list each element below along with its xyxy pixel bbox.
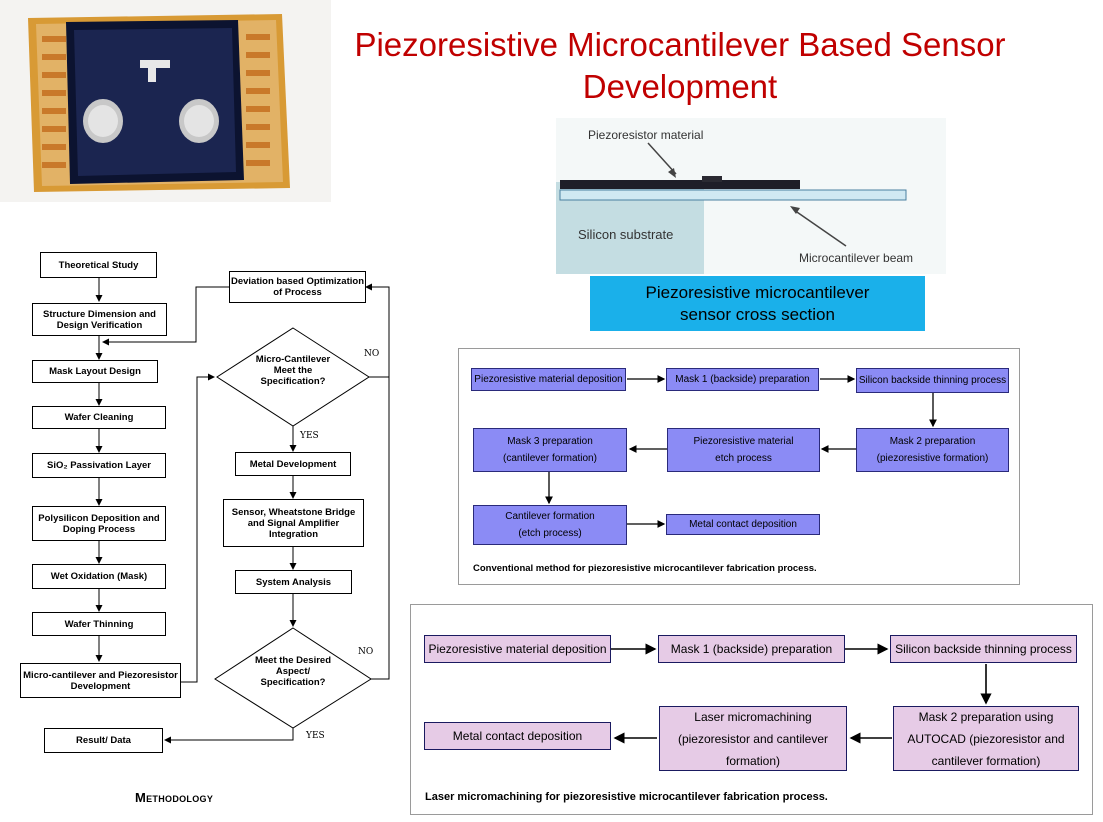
step-wafer-thinning: Wafer Thinning bbox=[32, 612, 166, 636]
step-sio2-passivation: SiO₂ Passivation Layer bbox=[32, 453, 166, 478]
page-title: Piezoresistive Microcantilever Based Sen… bbox=[330, 24, 1030, 108]
step-wet-oxidation: Wet Oxidation (Mask) bbox=[32, 564, 166, 589]
decision-2-text: Meet the Desired Aspect/ Specification? bbox=[254, 655, 332, 688]
title-line-1: Piezoresistive Microcantilever Based Sen… bbox=[354, 26, 1006, 63]
decision-1-text: Micro-Cantilever Meet the Specification? bbox=[255, 354, 331, 387]
piezoresistor-layer bbox=[560, 180, 800, 189]
sensor-board-photo bbox=[0, 0, 331, 202]
laser-step-mask1: Mask 1 (backside) preparation bbox=[658, 635, 845, 663]
laser-process-panel: Piezoresistive material deposition Mask … bbox=[410, 604, 1093, 815]
conventional-process-panel: Piezoresistive material deposition Mask … bbox=[458, 348, 1020, 585]
laser-caption: Laser micromachining for piezoresistive … bbox=[425, 791, 828, 803]
conv-step-mask3: Mask 3 preparation (cantilever formation… bbox=[473, 428, 627, 472]
cross-section-diagram: Piezoresistor material Silicon substrate… bbox=[556, 118, 946, 274]
yes-label-2: YES bbox=[306, 731, 325, 741]
piezoresistor-label: Piezoresistor material bbox=[588, 128, 703, 142]
methodology-flowchart: Theoretical Study Structure Dimension an… bbox=[0, 230, 420, 822]
conv-step-piezoresistive-deposition: Piezoresistive material deposition bbox=[471, 368, 626, 391]
step-metal-development: Metal Development bbox=[235, 452, 351, 476]
no-label-2: NO bbox=[358, 647, 374, 657]
laser-step-mask2-autocad: Mask 2 preparation using AUTOCAD (piezor… bbox=[893, 706, 1079, 771]
caption-line-1: Piezoresistive microcantilever bbox=[645, 282, 870, 302]
decision-diamond-2 bbox=[214, 627, 372, 729]
title-line-2: Development bbox=[582, 68, 778, 105]
substrate-label: Silicon substrate bbox=[578, 227, 673, 242]
step-wafer-cleaning: Wafer Cleaning bbox=[32, 406, 166, 429]
step-mask-layout: Mask Layout Design bbox=[32, 360, 158, 383]
step-structure-dimension: Structure Dimension and Design Verificat… bbox=[32, 303, 167, 336]
laser-arrows bbox=[611, 643, 992, 744]
step-optimization: Deviation based Optimization of Process bbox=[229, 271, 366, 303]
conv-step-mask1: Mask 1 (backside) preparation bbox=[666, 368, 819, 391]
conv-step-cantilever-formation: Cantilever formation (etch process) bbox=[473, 505, 627, 545]
caption-line-2: sensor cross section bbox=[680, 304, 835, 324]
step-microcantilever-development: Micro-cantilever and Piezoresistor Devel… bbox=[20, 663, 181, 698]
laser-step-piezoresistive-deposition: Piezoresistive material deposition bbox=[424, 635, 611, 663]
step-theoretical-study: Theoretical Study bbox=[40, 252, 157, 278]
beam-label: Microcantilever beam bbox=[799, 251, 913, 265]
step-integration: Sensor, Wheatstone Bridge and Signal Amp… bbox=[223, 499, 364, 547]
conv-step-mask2: Mask 2 preparation (piezoresistive forma… bbox=[856, 428, 1009, 472]
yes-label-1: YES bbox=[300, 431, 319, 441]
microcantilever-beam bbox=[559, 189, 907, 201]
step-polysilicon-deposition: Polysilicon Deposition and Doping Proces… bbox=[32, 506, 166, 541]
decision-diamond-1 bbox=[216, 327, 370, 427]
step-system-analysis: System Analysis bbox=[235, 570, 352, 594]
conv-step-metal-contact: Metal contact deposition bbox=[666, 514, 820, 535]
conv-step-backside-thinning: Silicon backside thinning process bbox=[856, 368, 1009, 393]
methodology-label: Methodology bbox=[135, 790, 214, 805]
methodology-connectors bbox=[95, 278, 390, 744]
step-result-data: Result/ Data bbox=[44, 728, 163, 753]
laser-step-backside-thinning: Silicon backside thinning process bbox=[890, 635, 1077, 663]
conv-step-piezoresistive-etch: Piezoresistive material etch process bbox=[667, 428, 820, 472]
laser-step-micromachining: Laser micromachining (piezoresistor and … bbox=[659, 706, 847, 771]
no-label-1: NO bbox=[364, 349, 380, 359]
conventional-arrows bbox=[545, 375, 937, 528]
conventional-caption: Conventional method for piezoresistive m… bbox=[473, 563, 817, 574]
laser-step-metal-contact: Metal contact deposition bbox=[424, 722, 611, 750]
cross-section-caption: Piezoresistive microcantilever sensor cr… bbox=[590, 276, 925, 331]
